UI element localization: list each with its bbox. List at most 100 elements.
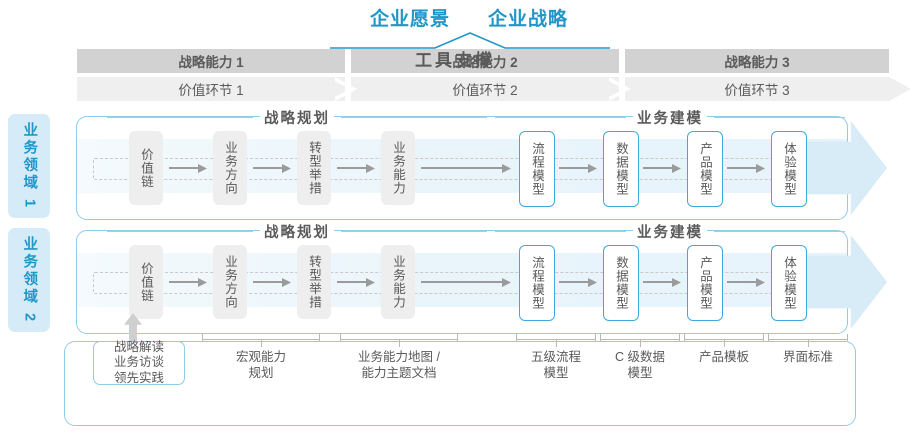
- enterprise-vision-title: 企业愿景: [370, 9, 451, 30]
- value-bar-2[interactable]: 价值环节 2: [351, 77, 619, 101]
- arrow-head: [756, 164, 765, 173]
- value-bar-3[interactable]: 价值环节 3: [625, 77, 889, 101]
- brace-lcap: [202, 334, 204, 341]
- arrow-shaft: [421, 167, 503, 170]
- arrow-shaft: [643, 167, 673, 170]
- tool-brace-3: [516, 334, 596, 347]
- brace-rcap: [762, 334, 764, 341]
- row-1-node-6-label: 数据模型: [614, 142, 628, 196]
- tool-label-1: 宏观能力 规划: [235, 350, 286, 380]
- tool-brace-1: [202, 334, 320, 347]
- value-bar-2-label: 价值环节 2: [452, 83, 518, 98]
- row-2-connector-arrow-1: [169, 278, 207, 287]
- domain-2-label: 业务领域 2: [21, 235, 38, 325]
- row-1-node-1-label: 价值链: [139, 147, 153, 189]
- row-2-section-2-label: 业务建模: [633, 221, 707, 242]
- tool-first-box[interactable]: 战略解读 业务访谈 领先实践: [93, 340, 185, 385]
- arrow-shaft: [169, 281, 199, 284]
- row-1-node-7-label: 产品模型: [698, 142, 712, 196]
- brace-lcap: [600, 334, 602, 341]
- row-2-node-2[interactable]: 业务方向: [213, 245, 247, 319]
- row-1-node-1[interactable]: 价值链: [129, 131, 163, 205]
- tool-brace-2: [340, 334, 458, 347]
- row-2-node-1[interactable]: 价值链: [129, 245, 163, 319]
- section-rule-left: [495, 230, 626, 233]
- row-2-node-5[interactable]: 流程模型: [519, 245, 555, 321]
- row-2-connector-arrow-6: [643, 278, 681, 287]
- arrow-head: [588, 164, 597, 173]
- capability-bar-1-label: 战略能力 1: [178, 55, 244, 70]
- row-1-node-8[interactable]: 体验模型: [771, 131, 807, 207]
- brace-tick: [556, 339, 558, 347]
- row-2-node-1-label: 价值链: [139, 261, 153, 303]
- row-2-node-7[interactable]: 产品模型: [687, 245, 723, 321]
- brace-rcap: [456, 334, 458, 341]
- arrow-head: [756, 278, 765, 287]
- row-2-connector-arrow-7: [727, 278, 765, 287]
- tool-support-label: 工具支撑: [415, 51, 495, 70]
- row-2-node-4[interactable]: 业务能力: [381, 245, 415, 319]
- row-1-node-8-label: 体验模型: [782, 142, 796, 196]
- arrow-head: [588, 278, 597, 287]
- title-connector-line: [330, 32, 610, 49]
- value-chain-bar-row: 价值环节 1 价值环节 2 价值环节 3: [77, 77, 910, 101]
- row-2-node-4-label: 业务能力: [391, 255, 405, 309]
- arrow-head: [366, 278, 375, 287]
- arrow-shaft: [559, 167, 589, 170]
- arrow-head: [502, 164, 511, 173]
- capability-bar-3[interactable]: 战略能力 3: [625, 49, 889, 73]
- section-rule-left: [495, 116, 626, 119]
- sidebar-item-domain-2[interactable]: 业务领域 2: [8, 228, 50, 332]
- row-1-node-7[interactable]: 产品模型: [687, 131, 723, 207]
- row-2-node-8[interactable]: 体验模型: [771, 245, 807, 321]
- row-1-flow-arrow: [801, 121, 887, 215]
- value-bar-1[interactable]: 价值环节 1: [77, 77, 345, 101]
- arrow-shaft: [643, 281, 673, 284]
- row-1-node-3[interactable]: 转型举措: [297, 131, 331, 205]
- arrow-head: [366, 164, 375, 173]
- arrow-shaft: [421, 281, 503, 284]
- row-2-node-6[interactable]: 数据模型: [603, 245, 639, 321]
- row-2-node-8-label: 体验模型: [782, 256, 796, 310]
- row-1-connector-arrow-7: [727, 164, 765, 173]
- row-2-node-3[interactable]: 转型举措: [297, 245, 331, 319]
- brace-lcap: [684, 334, 686, 341]
- arrow-shaft: [253, 167, 283, 170]
- section-rule-left: [107, 230, 253, 233]
- brace-tick: [640, 339, 642, 347]
- row-1-connector-arrow-3: [337, 164, 375, 173]
- capability-bar-3-label: 战略能力 3: [724, 55, 790, 70]
- row-2-section-header-2: 业务建模: [495, 221, 845, 242]
- row-1-node-2[interactable]: 业务方向: [213, 131, 247, 205]
- section-rule-right: [341, 230, 487, 233]
- brace-lcap: [340, 334, 342, 341]
- row-2-connector-arrow-2: [253, 278, 291, 287]
- value-bar-tail-arrow: [889, 77, 910, 101]
- arrow-head: [282, 278, 291, 287]
- row-1-node-6[interactable]: 数据模型: [603, 131, 639, 207]
- row-2-node-5-label: 流程模型: [530, 256, 544, 310]
- brace-lcap: [516, 334, 518, 341]
- arrow-shaft: [253, 281, 283, 284]
- capability-bar-2[interactable]: 战略能力 2: [351, 49, 619, 73]
- tool-support-container: [64, 341, 856, 426]
- strategic-capability-bar-row: 战略能力 1 战略能力 2 战略能力 3: [77, 49, 889, 73]
- tool-label-2: 业务能力地图 / 能力主题文档: [358, 350, 440, 380]
- brace-rcap: [594, 334, 596, 341]
- tool-label-3: 五级流程 模型: [530, 350, 581, 380]
- row-1-node-5[interactable]: 流程模型: [519, 131, 555, 207]
- brace-tick: [724, 339, 726, 347]
- arrow-shaft: [559, 281, 589, 284]
- sidebar-item-domain-1[interactable]: 业务领域 1: [8, 114, 50, 218]
- row-1-section-1-label: 战略规划: [260, 107, 334, 128]
- value-bar-3-label: 价值环节 3: [724, 83, 790, 98]
- row-1-node-4[interactable]: 业务能力: [381, 131, 415, 205]
- tool-brace-4: [600, 334, 680, 347]
- row-2-connector-arrow-4: [421, 278, 511, 287]
- row-1-section-2-label: 业务建模: [633, 107, 707, 128]
- capability-bar-1[interactable]: 战略能力 1: [77, 49, 345, 73]
- brace-lcap: [768, 334, 770, 341]
- arrow-shaft: [169, 167, 199, 170]
- row-2-section-header-1: 战略规划: [107, 221, 487, 242]
- arrow-head: [282, 164, 291, 173]
